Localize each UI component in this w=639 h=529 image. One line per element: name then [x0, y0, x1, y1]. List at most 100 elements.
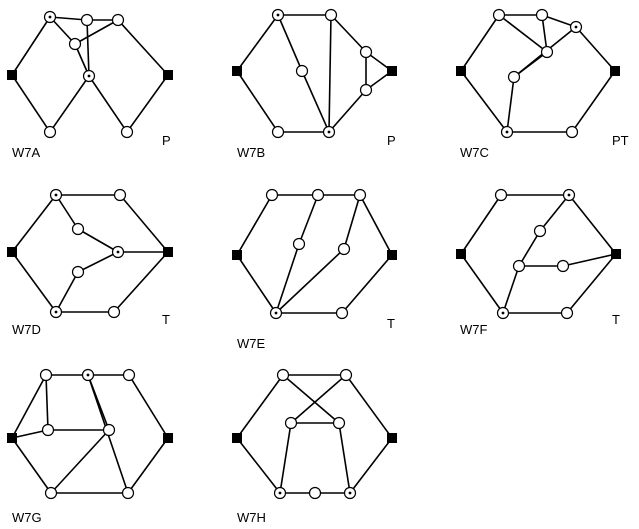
node — [308, 486, 322, 500]
edge — [11, 251, 57, 313]
node — [533, 224, 547, 238]
edge — [117, 19, 169, 76]
node-dot — [274, 311, 278, 315]
terminal-node — [232, 66, 242, 76]
node-dot — [48, 15, 52, 19]
terminal-node — [387, 250, 397, 260]
edge — [460, 14, 500, 72]
panel-label-w7d: W7D — [12, 322, 41, 337]
edge — [11, 429, 49, 439]
edge — [77, 228, 119, 253]
edge — [279, 422, 292, 494]
panel-label-w7f: W7F — [460, 322, 488, 337]
node-dot — [327, 130, 331, 134]
node — [507, 70, 521, 84]
edge — [113, 251, 169, 313]
graph-w7b — [232, 8, 397, 139]
node — [68, 37, 82, 51]
node — [43, 125, 57, 139]
node — [332, 416, 346, 430]
edge — [345, 374, 393, 439]
node-dot — [348, 491, 352, 495]
edge — [86, 19, 90, 77]
edge — [277, 14, 303, 72]
edge — [568, 194, 617, 255]
edge — [328, 89, 367, 133]
node — [560, 306, 574, 320]
node — [311, 188, 325, 202]
node — [295, 64, 309, 78]
edge — [236, 70, 279, 133]
edge — [518, 230, 541, 267]
node — [359, 83, 373, 97]
edge — [49, 75, 90, 133]
node — [337, 242, 351, 256]
terminal-node — [456, 249, 466, 259]
terminal-node — [7, 433, 17, 443]
edge — [539, 194, 570, 232]
terminal-node — [456, 66, 466, 76]
node — [494, 188, 508, 202]
node-dot — [86, 373, 90, 377]
edge — [502, 265, 520, 314]
edge — [298, 194, 319, 245]
node — [113, 188, 127, 202]
node-dot — [276, 13, 280, 17]
edge — [506, 76, 515, 133]
node — [39, 368, 53, 382]
node-dot — [54, 310, 58, 314]
edge — [236, 194, 273, 256]
edge — [460, 253, 504, 314]
node — [102, 423, 116, 437]
node — [121, 486, 135, 500]
panel-label-w7a: W7A — [12, 145, 41, 160]
edge — [575, 26, 616, 72]
graph-w7d — [7, 188, 173, 319]
edge — [513, 51, 548, 78]
node — [44, 486, 58, 500]
edge — [128, 374, 169, 439]
node — [107, 305, 121, 319]
graph-w7c — [456, 8, 620, 139]
panel-tag-w7f: T — [612, 312, 620, 327]
graph-w7f — [456, 188, 621, 320]
terminal-node — [163, 247, 173, 257]
edge — [55, 194, 79, 230]
edge — [460, 194, 502, 255]
terminal-node — [610, 66, 620, 76]
node — [41, 423, 55, 437]
graph-w7h — [232, 368, 397, 500]
edge — [74, 19, 119, 45]
panel-tag-w7d: T — [162, 312, 170, 327]
edge — [11, 74, 51, 133]
edge — [349, 437, 393, 494]
terminal-node — [7, 247, 17, 257]
edge — [55, 271, 79, 313]
panel-label-w7g: W7G — [12, 510, 42, 525]
panel-tag-w7b: P — [387, 133, 396, 148]
node — [122, 368, 136, 382]
edge — [50, 429, 110, 494]
panel-label-w7h: W7H — [237, 510, 266, 525]
edge — [49, 16, 88, 21]
node — [292, 237, 306, 251]
edge — [119, 194, 169, 253]
node — [111, 13, 125, 27]
edge — [338, 422, 351, 494]
edge — [343, 194, 361, 250]
panel-label-w7e: W7E — [237, 336, 266, 351]
edge — [328, 14, 332, 133]
edge — [236, 14, 279, 72]
terminal-node — [232, 250, 242, 260]
edge — [498, 14, 548, 53]
edge — [341, 254, 393, 314]
node — [556, 259, 570, 273]
node — [120, 125, 134, 139]
edge — [562, 253, 617, 267]
terminal-node — [387, 66, 397, 76]
edge — [301, 70, 330, 133]
edge — [282, 374, 340, 424]
node-dot — [501, 311, 505, 315]
edge — [11, 16, 51, 76]
panel-label-w7b: W7B — [237, 145, 265, 160]
